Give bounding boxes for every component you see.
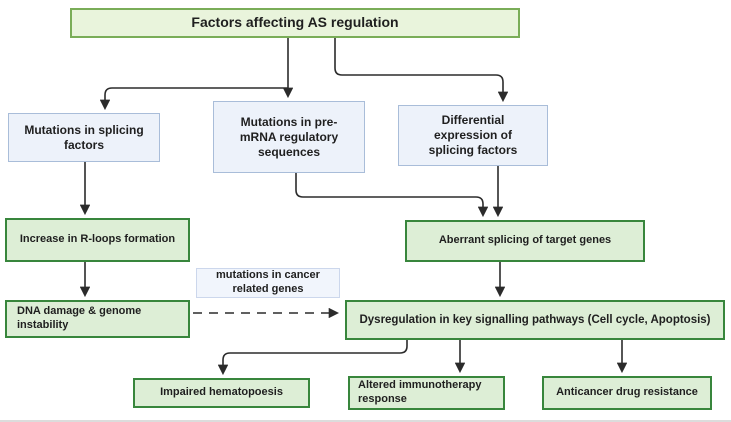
arrow-premrna-to-aberrant — [295, 173, 489, 218]
node-dna-damage-genome-instability: DNA damage & genome instability — [5, 300, 190, 338]
node-dysregulation-key-signalling-pathways: Dysregulation in key signalling pathways… — [345, 300, 725, 340]
node-impaired-hematopoesis: Impaired hematopoesis — [133, 378, 310, 408]
figure-bottom-border — [0, 420, 731, 422]
node-factors-affecting-as-regulation: Factors affecting AS regulation — [70, 8, 520, 38]
node-mutations-in-premrna-regulatory-sequences: Mutations in pre-mRNA regulatory sequenc… — [213, 101, 365, 173]
node-increase-in-rloops-formation: Increase in R-loops formation — [5, 218, 190, 262]
node-anticancer-drug-resistance: Anticancer drug resistance — [542, 376, 712, 410]
arrow-root-to-splicing-factors — [99, 87, 288, 111]
node-mutations-in-splicing-factors: Mutations in splicing factors — [8, 113, 160, 162]
node-aberrant-splicing-of-target-genes: Aberrant splicing of target genes — [405, 220, 645, 262]
node-altered-immunotherapy-response: Altered immunotherapy response — [348, 376, 505, 410]
edge-label-mutations-in-cancer-related-genes: mutations in cancer related genes — [196, 268, 340, 298]
arrow-dysregulation-to-impaired — [217, 340, 408, 376]
arrow-root-to-differential-expression — [334, 38, 509, 103]
node-differential-expression-of-splicing-factors: Differential expression of splicing fact… — [398, 105, 548, 166]
